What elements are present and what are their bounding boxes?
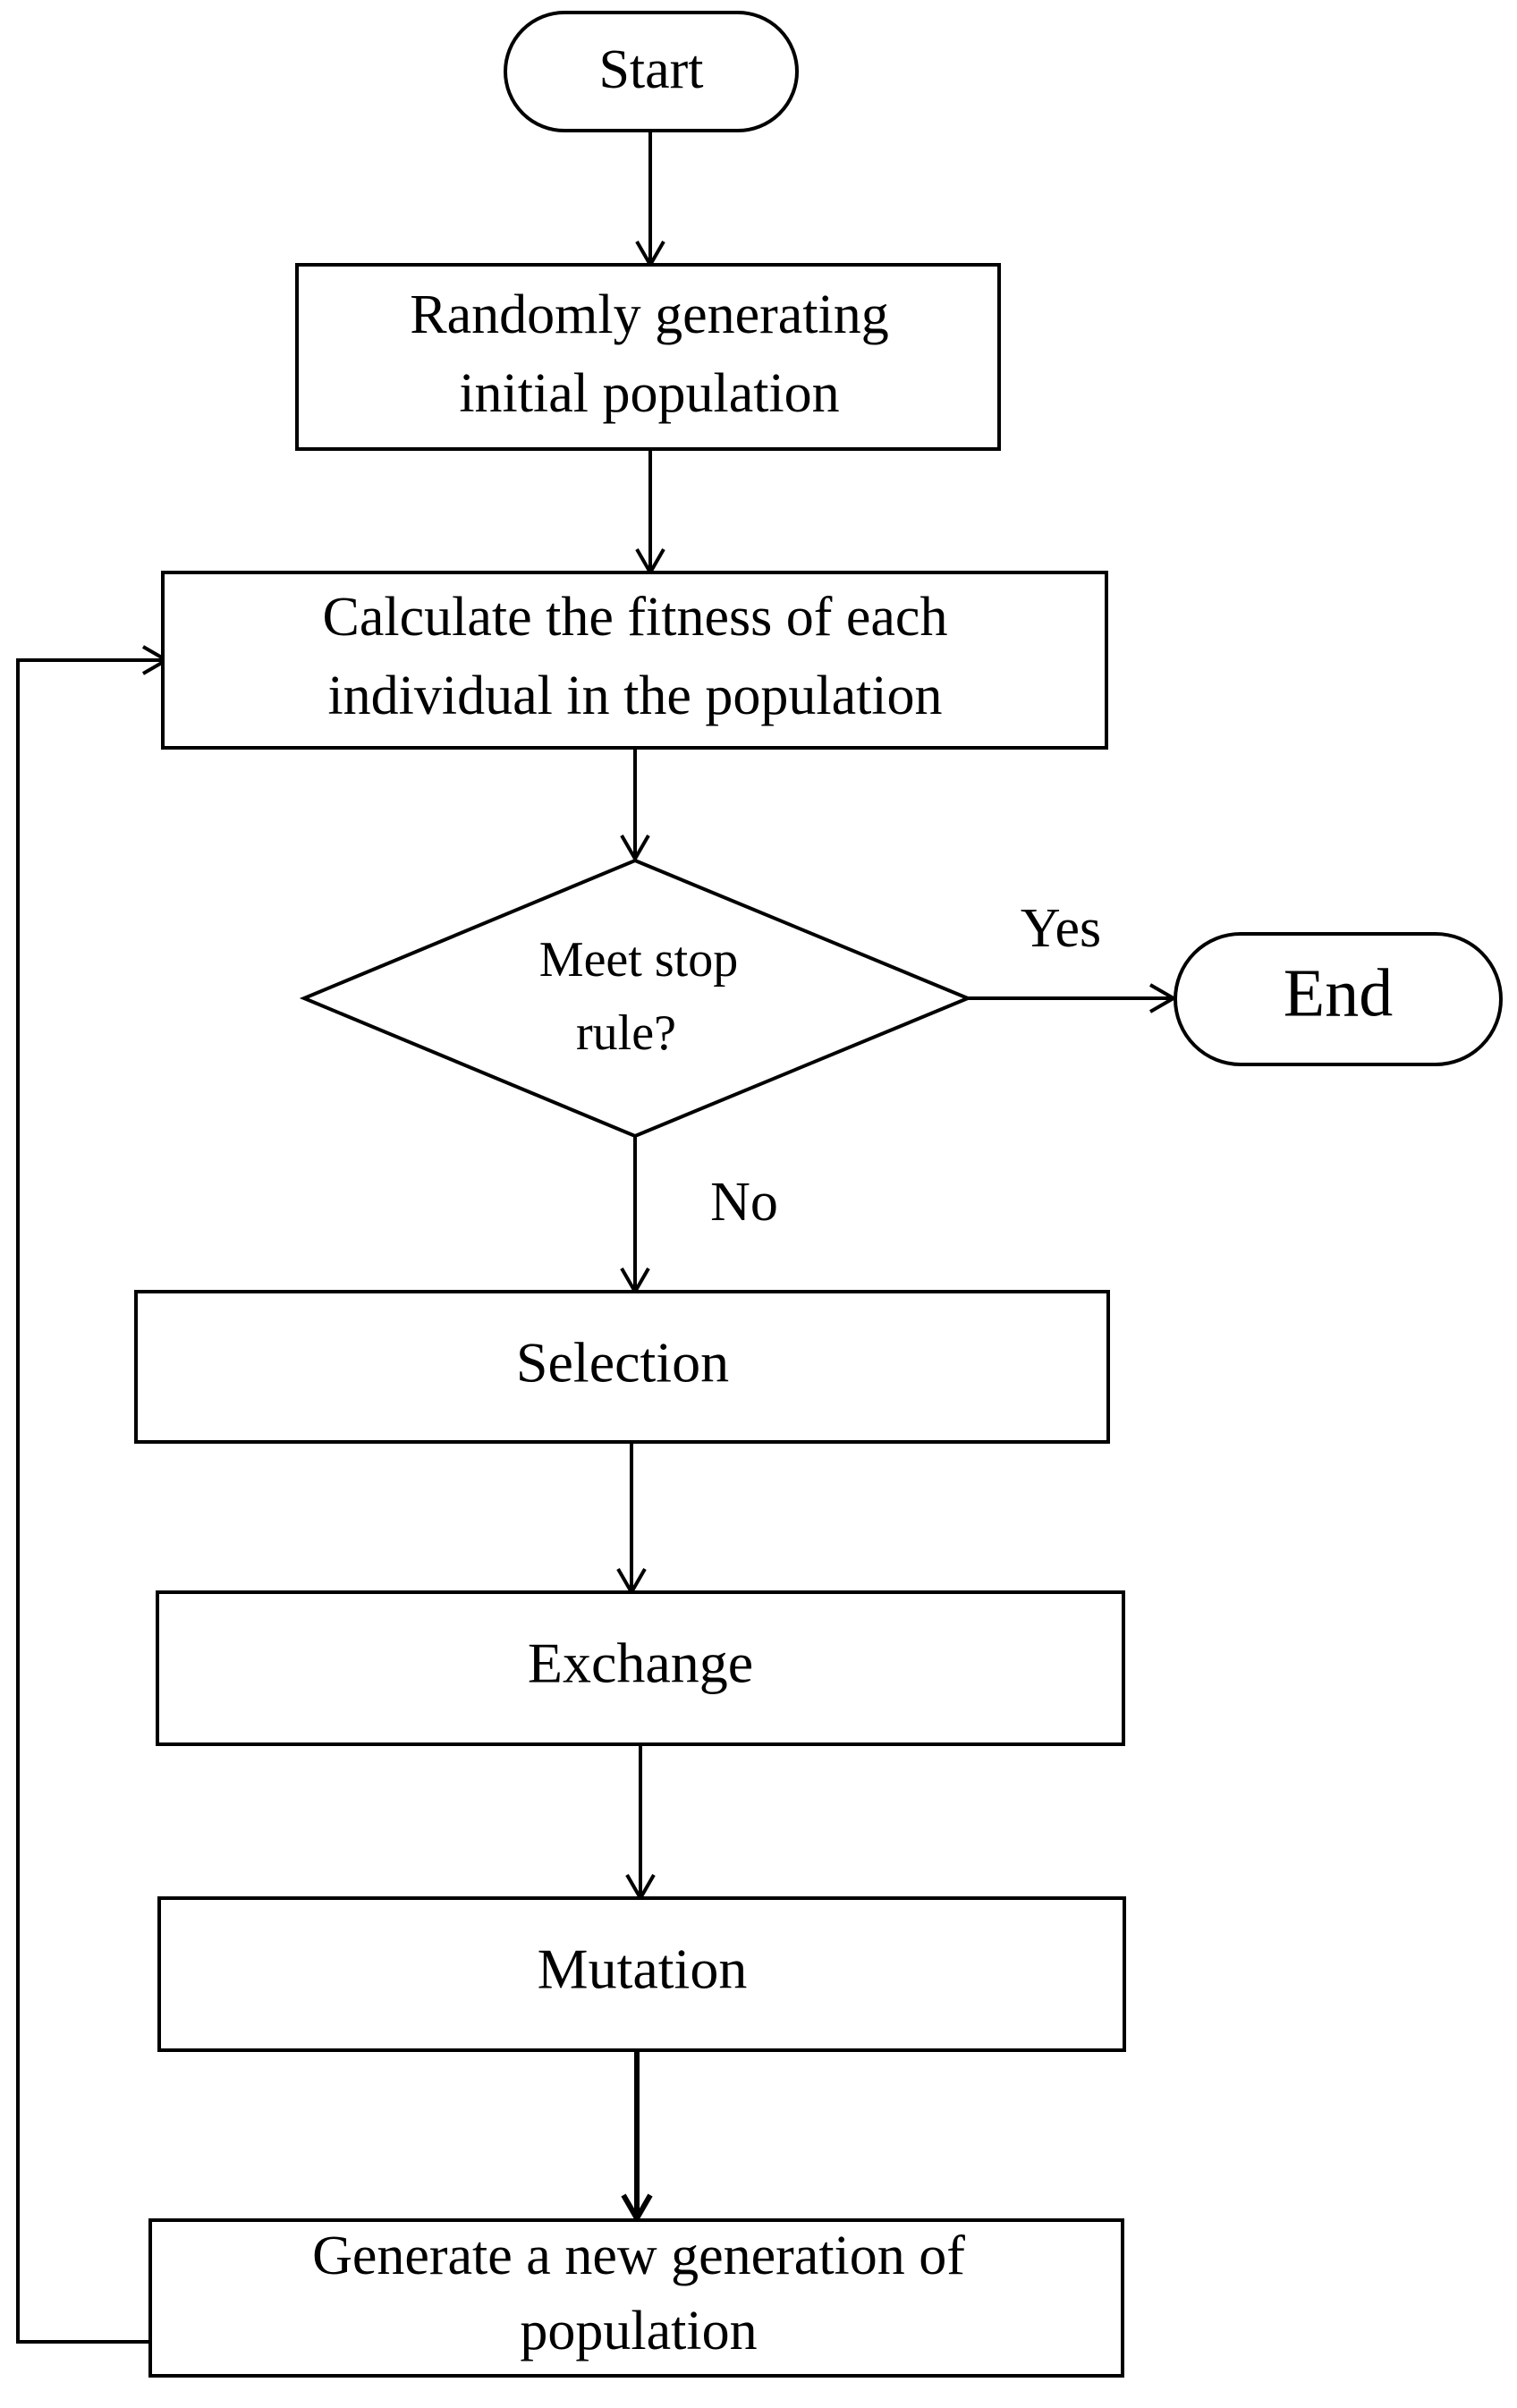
no-label: No [710,1172,778,1233]
start-terminal: Start [504,11,799,132]
init-population-line2: initial population [459,363,839,424]
init-population-line1: Randomly generating [410,284,888,345]
decision-line1: Meet stop [539,932,738,988]
end-terminal: End [1174,932,1503,1066]
fitness-box: Calculate the fitness of each individual… [161,571,1108,750]
mutation-box: Mutation [157,1896,1126,2052]
fitness-line1: Calculate the fitness of each [323,587,948,648]
fitness-line2: individual in the population [327,666,942,726]
selection-label: Selection [516,1331,729,1395]
selection-box: Selection [134,1290,1110,1444]
arrowhead-decision-to-end [1149,983,1178,1013]
start-label: Start [598,39,703,100]
new-generation-box: Generate a new generation of population [148,2218,1124,2378]
decision-line2: rule? [576,1005,676,1061]
mutation-label: Mutation [538,1937,748,2001]
arrow-loop-back-to-fitness [16,658,165,2344]
stop-rule-decision: Meet stop rule? [299,858,973,1139]
exchange-box: Exchange [156,1590,1125,1746]
new-generation-line1: Generate a new generation of [312,2226,965,2286]
end-label: End [1284,955,1393,1030]
new-generation-line2: population [520,2301,757,2361]
init-population-box: Randomly generating initial population [295,263,1001,451]
yes-label: Yes [1021,898,1101,959]
exchange-label: Exchange [528,1632,753,1695]
